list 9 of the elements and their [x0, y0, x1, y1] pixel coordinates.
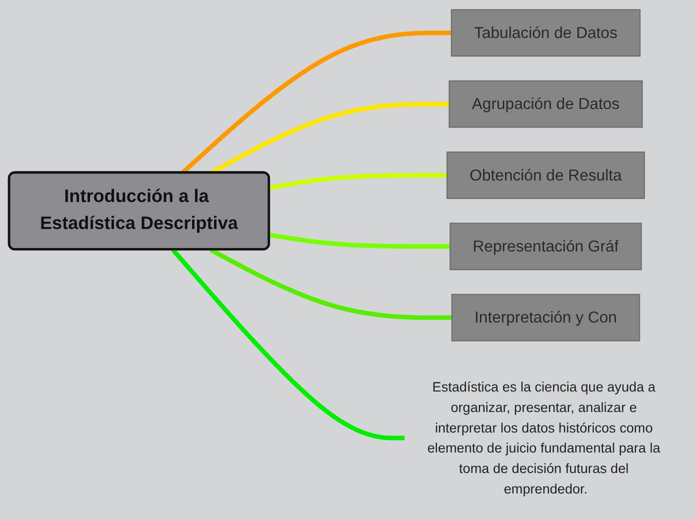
- node-box: Tabulación de Datos: [450, 9, 641, 57]
- node-box: Agrupación de Datos: [448, 80, 643, 128]
- node-box: Obtención de Resulta: [446, 152, 645, 199]
- connector: [269, 232, 450, 249]
- node-text: Estadística es la ciencia que ayuda a organizar, presentar, analizar e interpretar los datos históricos como elemento de juicio fundamental para la toma de decisión futuras del emprendedor.: [427, 379, 660, 497]
- connector: [171, 248, 404, 440]
- connector: [269, 173, 448, 190]
- node-box: Representación Gráf: [450, 222, 642, 270]
- node-box: Interpretación y Con: [451, 294, 640, 342]
